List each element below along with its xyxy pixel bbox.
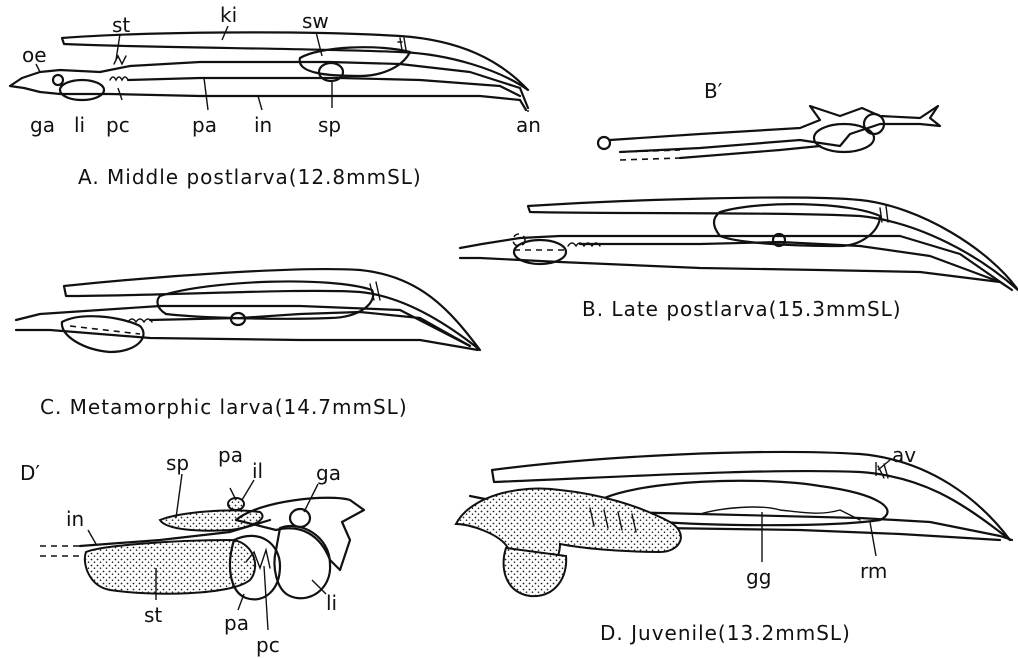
label-st: st xyxy=(112,13,130,37)
panel-b-prime-drawing xyxy=(598,106,940,160)
label-rm: rm xyxy=(860,559,887,583)
label-pc-d: pc xyxy=(256,633,280,657)
label-li: li xyxy=(74,113,85,137)
label-gg: gg xyxy=(746,565,771,589)
label-in: in xyxy=(254,113,272,137)
label-oe: oe xyxy=(22,43,47,67)
caption-d: D. Juvenile(13.2mmSL) xyxy=(600,621,851,645)
panel-d-prime-drawing xyxy=(40,474,364,630)
label-pc: pc xyxy=(106,113,130,137)
title-d-prime: D′ xyxy=(20,461,40,485)
panel-c-drawing xyxy=(16,269,480,352)
caption-a: A. Middle postlarva(12.8mmSL) xyxy=(78,165,422,189)
label-ki: ki xyxy=(220,3,237,27)
panel-b-drawing xyxy=(460,198,1018,290)
label-in-d: in xyxy=(66,507,84,531)
intestine-inner-line xyxy=(128,78,520,96)
label-sw: sw xyxy=(302,9,329,33)
gut-tube-outline xyxy=(10,62,528,110)
label-li-d: li xyxy=(326,591,337,615)
pyloric-caeca-marks xyxy=(110,77,128,80)
label-pa: pa xyxy=(192,113,217,137)
caption-c: C. Metamorphic larva(14.7mmSL) xyxy=(40,395,408,419)
label-pa-d: pa xyxy=(218,443,243,467)
liver-shape xyxy=(60,80,104,100)
title-b-prime: B′ xyxy=(704,79,723,103)
caption-b: B. Late postlarva(15.3mmSL) xyxy=(582,297,902,321)
label-pa2-d: pa xyxy=(224,611,249,635)
label-ga-d: ga xyxy=(316,461,341,485)
label-av: av xyxy=(892,443,916,467)
gallbladder-shape xyxy=(53,75,63,85)
panel-d-drawing xyxy=(456,452,1012,596)
label-sp: sp xyxy=(318,113,341,137)
label-an: an xyxy=(516,113,541,137)
duct-marks xyxy=(398,38,406,50)
label-st-d: st xyxy=(144,603,162,627)
label-il-d: il xyxy=(252,459,263,483)
label-ga: ga xyxy=(30,113,55,137)
panel-a-drawing xyxy=(10,26,528,112)
label-sp-d: sp xyxy=(166,451,189,475)
